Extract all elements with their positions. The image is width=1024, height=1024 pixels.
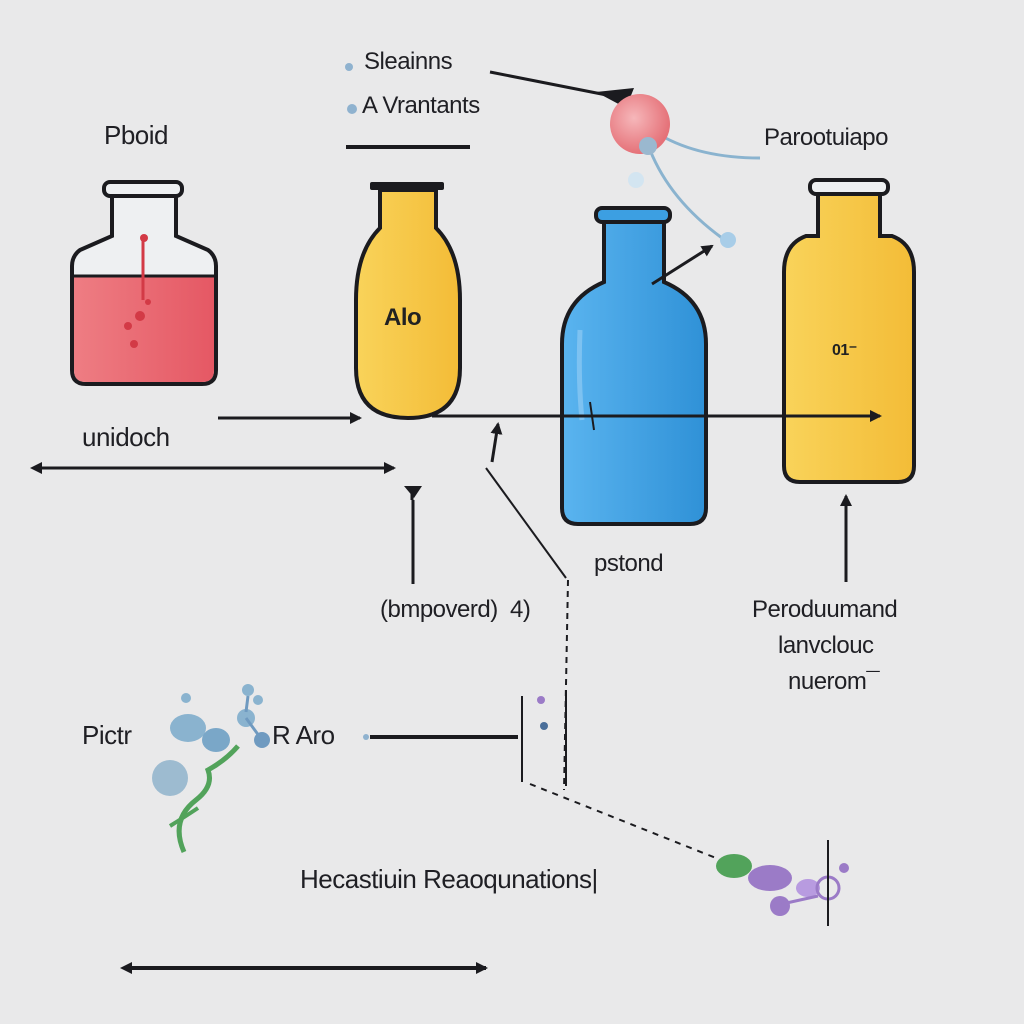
small-down-arrowhead [404,486,422,498]
legend-bullet-1 [345,63,353,71]
right-bottle-label: 01⁻ [832,342,857,359]
yellow-bottle [354,182,462,421]
up-arrow-center [490,422,503,463]
right-yellow-bottle [782,178,916,484]
label-top-left: Pboid [104,120,169,150]
label-top-right: Parootuiapo [764,124,888,151]
dashed-connector-vertical [563,579,569,791]
label-right-line-1: Peroduumand [752,596,898,623]
pink-sphere [610,94,670,154]
right-molecule [716,854,849,916]
red-flask [70,180,218,386]
sphere-tube-down [648,149,723,240]
label-bottom: Hecastiuin Reaoqunations| [300,864,598,894]
legend-item-1: Sleainns [364,48,453,75]
diagonal-connector [485,467,567,579]
label-molecule-left: Pictr [82,720,132,750]
blue-bottle-output-arrow [651,244,714,286]
label-center-bracket: (bmpoverd) 4) [380,596,531,623]
label-right-line-3: nuerom¯ [788,668,880,695]
marker-in-blue-bottle [589,401,595,431]
label-center-mid: pstond [594,550,664,577]
label-molecule-right: R Aro [272,720,335,750]
legend-item-2: A Vrantants [362,92,480,119]
sphere-bead [639,137,657,155]
label-left-mid: unidoch [82,422,170,452]
yellow-bottle-label: Alo [384,304,422,331]
bracket-dot-1 [537,696,545,704]
label-right-line-2: lanvclouc [778,632,874,659]
sphere-tube-right [659,133,761,160]
tube-end-droplet [720,232,736,248]
left-molecule [152,684,270,854]
faint-droplet [628,172,644,188]
bracket-dot-2 [540,722,548,730]
blue-bottle [560,206,708,526]
connector-dot [363,734,369,740]
legend-bullet-2 [347,104,357,114]
dashed-connector-diagonal [529,783,727,863]
